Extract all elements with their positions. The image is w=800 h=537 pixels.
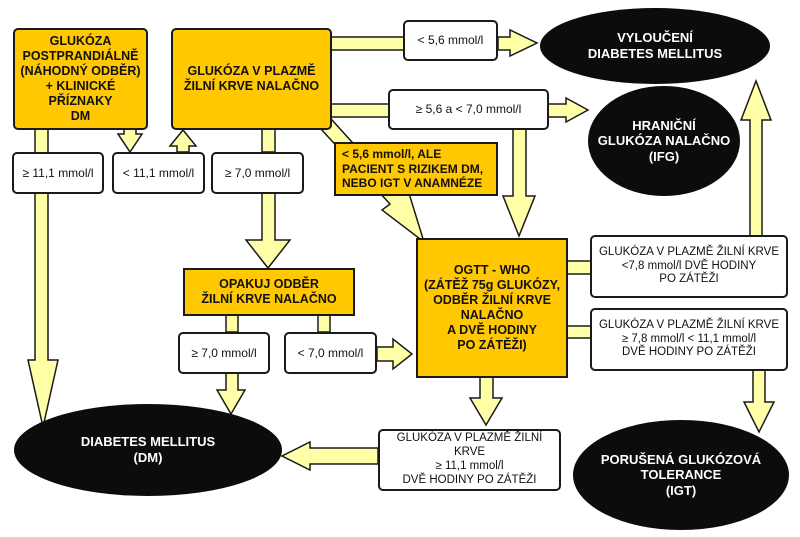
outcome-igt: PORUŠENÁ GLUKÓZOVÁ TOLERANCE (IGT) (573, 420, 789, 530)
box-fasting-glucose: GLUKÓZA V PLAZMĚ ŽILNÍ KRVE NALAČNO (171, 28, 332, 130)
box-ogtt-who: OGTT - WHO (ZÁTĚŽ 75g GLUKÓZY, ODBĚR ŽIL… (416, 238, 568, 378)
cond-ge-7-0-repeat: ≥ 7,0 mmol/l (178, 332, 270, 374)
cond-ogtt-7-8-to-11-1: GLUKÓZA V PLAZMĚ ŽILNÍ KRVE ≥ 7,8 mmol/l… (590, 308, 788, 371)
outcome-ifg: HRANIČNÍ GLUKÓZA NALAČNO (IFG) (588, 86, 740, 196)
outcome-diabetes-excluded: VYLOUČENÍ DIABETES MELLITUS (540, 8, 770, 84)
arrow-postprandial-to-lt11 (116, 127, 144, 154)
arrow-lt78-to-excluded (739, 78, 773, 239)
arrow-repeat-down-right (317, 314, 331, 333)
arrow-ge7-to-repeat (244, 192, 292, 270)
cond-ogtt-ge-11-1: GLUKÓZA V PLAZMĚ ŽILNÍ KRVE ≥ 11,1 mmol/… (378, 429, 561, 491)
arrow-repeat-down-left (225, 314, 239, 333)
arrow-ogtt-to-78-111 (566, 325, 592, 339)
cond-lt-11-1: < 11,1 mmol/l (112, 152, 205, 194)
arrow-ge111-to-dm (280, 440, 379, 472)
arrow-fasting-to-lt56 (329, 36, 406, 51)
box-risk-patient: < 5,6 mmol/l, ALE PACIENT S RIZIKEM DM, … (334, 142, 498, 196)
cond-lt-5-6: < 5,6 mmol/l (403, 20, 498, 61)
box-postprandial-glucose: GLUKÓZA POSTPRANDIÁLNĚ (NÁHODNÝ ODBĚR) +… (13, 28, 148, 130)
outcome-diabetes-mellitus: DIABETES MELLITUS (DM) (14, 404, 282, 496)
cond-ge-7-0-fasting: ≥ 7,0 mmol/l (211, 152, 304, 194)
cond-lt-7-0-repeat: < 7,0 mmol/l (284, 332, 377, 374)
cond-ge-11-1: ≥ 11,1 mmol/l (12, 152, 104, 194)
arrow-range-to-ogtt (501, 127, 537, 239)
arrow-lt7-to-ogtt (376, 337, 414, 371)
box-repeat-sampling: OPAKUJ ODBĚR ŽILNÍ KRVE NALAČNO (183, 268, 355, 316)
arrow-ogtt-to-lt78 (566, 260, 592, 275)
arrow-range-to-ifg (547, 96, 590, 124)
arrow-fasting-down (261, 127, 276, 153)
arrow-lt56-to-excluded (497, 28, 539, 58)
arrow-fasting-to-range (329, 103, 391, 118)
cond-ogtt-lt-7-8: GLUKÓZA V PLAZMĚ ŽILNÍ KRVE <7,8 mmol/l … (590, 235, 788, 298)
cond-5-6-to-7-0: ≥ 5,6 a < 7,0 mmol/l (388, 89, 549, 130)
arrow-ge7b-to-dm (215, 371, 247, 416)
arrow-lt11-to-fasting (168, 128, 198, 153)
arrow-78-111-to-igt (742, 369, 776, 434)
arrow-ogtt-to-ge111 (468, 376, 504, 427)
